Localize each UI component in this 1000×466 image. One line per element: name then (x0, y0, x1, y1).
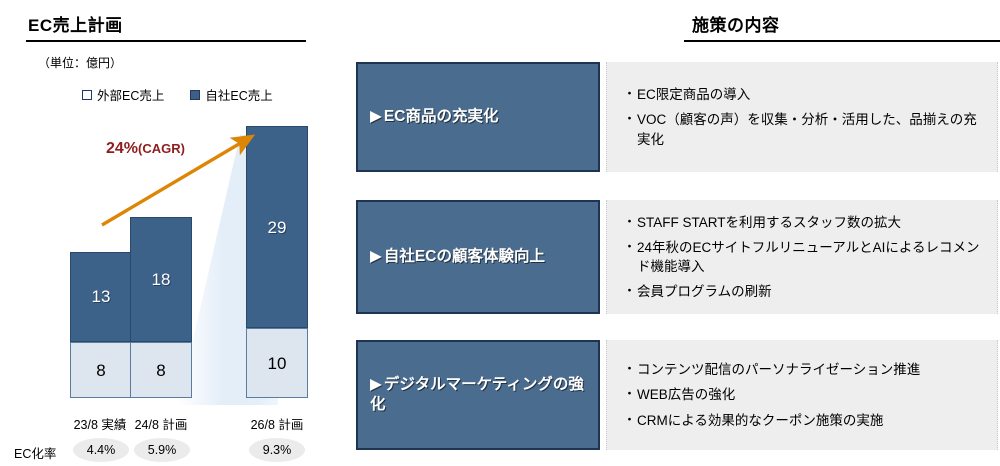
left-title-underline (26, 40, 306, 42)
triangle-marker-icon-2: ▶ (370, 248, 382, 266)
ec-ratio-label: EC化率 (14, 447, 57, 461)
bar-segment-outside-1: 8 (130, 342, 192, 398)
measure-detail-1: ・ EC限定商品の導入 ・ VOC（顧客の声）を収集・分析・活用した、品揃えの充… (606, 62, 998, 172)
bullet-dot-icon: ・ (623, 111, 637, 127)
measure-heading-text-1: ▶EC商品の充実化 (370, 107, 498, 127)
bullet-dot-icon: ・ (623, 361, 637, 377)
bullet-item: ・ VOC（顧客の声）を収集・分析・活用した、品揃えの充実化 (623, 110, 985, 148)
bullet-text: VOC（顧客の声）を収集・分析・活用した、品揃えの充実化 (637, 112, 977, 147)
legend-label-own: 自社EC売上 (205, 89, 273, 103)
bullet-dot-icon: ・ (623, 213, 637, 229)
chart-legend: 外部EC売上 自社EC売上 (82, 85, 273, 104)
chart-unit-label: （単位：億円） (38, 56, 123, 70)
bullet-dot-icon: ・ (623, 386, 637, 402)
right-panel-measures: 施策の内容 (340, 0, 1000, 466)
bar-segment-own-2: 29 (246, 126, 308, 329)
bar-segment-own-1: 18 (130, 216, 192, 343)
left-panel-ec-sales-plan: EC売上計画 （単位：億円） 外部EC売上 自社EC売上 13 8 18 8 (0, 0, 340, 466)
measure-row-3: ▶デジタルマーケティングの強化 ・ コンテンツ配信のパーソナライゼーション推進 … (356, 340, 998, 450)
cagr-suffix: (CAGR) (138, 141, 185, 156)
measure-row-1: ▶EC商品の充実化 ・ EC限定商品の導入 ・ VOC（顧客の声）を収集・分析・… (356, 62, 998, 172)
x-axis-label-0: 23/8 実績 (73, 418, 127, 432)
measure-heading-text-3: ▶デジタルマーケティングの強化 (370, 375, 590, 415)
bar-group-23-8: 13 8 (70, 251, 132, 398)
cagr-label: 24%(CAGR) (106, 141, 185, 157)
bar-segment-outside-0: 8 (70, 342, 132, 398)
right-panel-title: 施策の内容 (692, 16, 780, 35)
ec-ratio-row: EC化率 4.4% 5.9% 9.3% (0, 438, 340, 464)
bullet-text: WEB広告の強化 (637, 387, 736, 403)
bullet-item: ・ コンテンツ配信のパーソナライゼーション推進 (623, 360, 985, 379)
bullet-item: ・ EC限定商品の導入 (623, 85, 985, 104)
measure-detail-2: ・ STAFF STARTを利用するスタッフ数の拡大 ・ 24年秋のECサイトフ… (606, 200, 998, 314)
measure-heading-label-1: EC商品の充実化 (383, 108, 499, 126)
legend-item-outside-ec: 外部EC売上 (82, 85, 164, 104)
bar-group-24-8: 18 8 (130, 216, 192, 398)
bullet-dot-icon: ・ (623, 238, 637, 254)
bullet-item: ・ WEB広告の強化 (623, 385, 985, 404)
bullet-text: STAFF STARTを利用するスタッフ数の拡大 (637, 214, 902, 230)
measure-heading-label-3: デジタルマーケティングの強化 (370, 376, 584, 413)
bullet-text: 会員プログラムの刷新 (637, 284, 772, 300)
measure-detail-3: ・ コンテンツ配信のパーソナライゼーション推進 ・ WEB広告の強化 ・ CRM… (606, 340, 998, 450)
bullet-text: CRMによる効果的なクーポン施策の実施 (637, 412, 884, 428)
bullet-dot-icon: ・ (623, 411, 637, 427)
bullet-text: コンテンツ配信のパーソナライゼーション推進 (637, 362, 921, 378)
triangle-marker-icon-1: ▶ (370, 108, 382, 126)
ec-ratio-pill-0: 4.4% (73, 438, 129, 462)
bullet-item: ・ 会員プログラムの刷新 (623, 282, 985, 301)
triangle-marker-icon-3: ▶ (370, 376, 382, 394)
bullet-text: 24年秋のECサイトフルリニューアルとAIによるレコメンド機能導入 (637, 239, 980, 274)
bullet-text: EC限定商品の導入 (637, 87, 751, 103)
measure-row-2: ▶自社ECの顧客体験向上 ・ STAFF STARTを利用するスタッフ数の拡大 … (356, 200, 998, 314)
measure-heading-box-3[interactable]: ▶デジタルマーケティングの強化 (356, 340, 600, 450)
x-axis-label-2: 26/8 計画 (250, 418, 304, 432)
bar-group-26-8: 29 10 (246, 126, 308, 398)
bullet-dot-icon: ・ (623, 86, 637, 102)
legend-label-outside: 外部EC売上 (97, 89, 165, 103)
left-panel-title: EC売上計画 (28, 16, 123, 35)
measure-heading-text-2: ▶自社ECの顧客体験向上 (370, 247, 545, 267)
bar-segment-own-0: 13 (70, 251, 132, 343)
measure-heading-box-1[interactable]: ▶EC商品の充実化 (356, 62, 600, 172)
measure-heading-label-2: 自社ECの顧客体験向上 (383, 248, 545, 266)
bullet-item: ・ 24年秋のECサイトフルリニューアルとAIによるレコメンド機能導入 (623, 238, 985, 276)
bullet-item: ・ STAFF STARTを利用するスタッフ数の拡大 (623, 213, 985, 232)
right-title-underline (684, 40, 1000, 42)
ec-ratio-pill-2: 9.3% (249, 438, 305, 462)
measure-heading-box-2[interactable]: ▶自社ECの顧客体験向上 (356, 200, 600, 314)
legend-swatch-own-icon (190, 89, 201, 100)
cagr-value: 24% (106, 140, 139, 157)
x-axis-label-1: 24/8 計画 (134, 418, 188, 432)
bullet-dot-icon: ・ (623, 283, 637, 299)
legend-item-own-ec: 自社EC売上 (190, 85, 273, 104)
bar-segment-outside-2: 10 (246, 328, 308, 398)
ec-ratio-pill-1: 5.9% (134, 438, 190, 462)
bullet-item: ・ CRMによる効果的なクーポン施策の実施 (623, 411, 985, 430)
legend-swatch-outside-icon (82, 89, 92, 100)
